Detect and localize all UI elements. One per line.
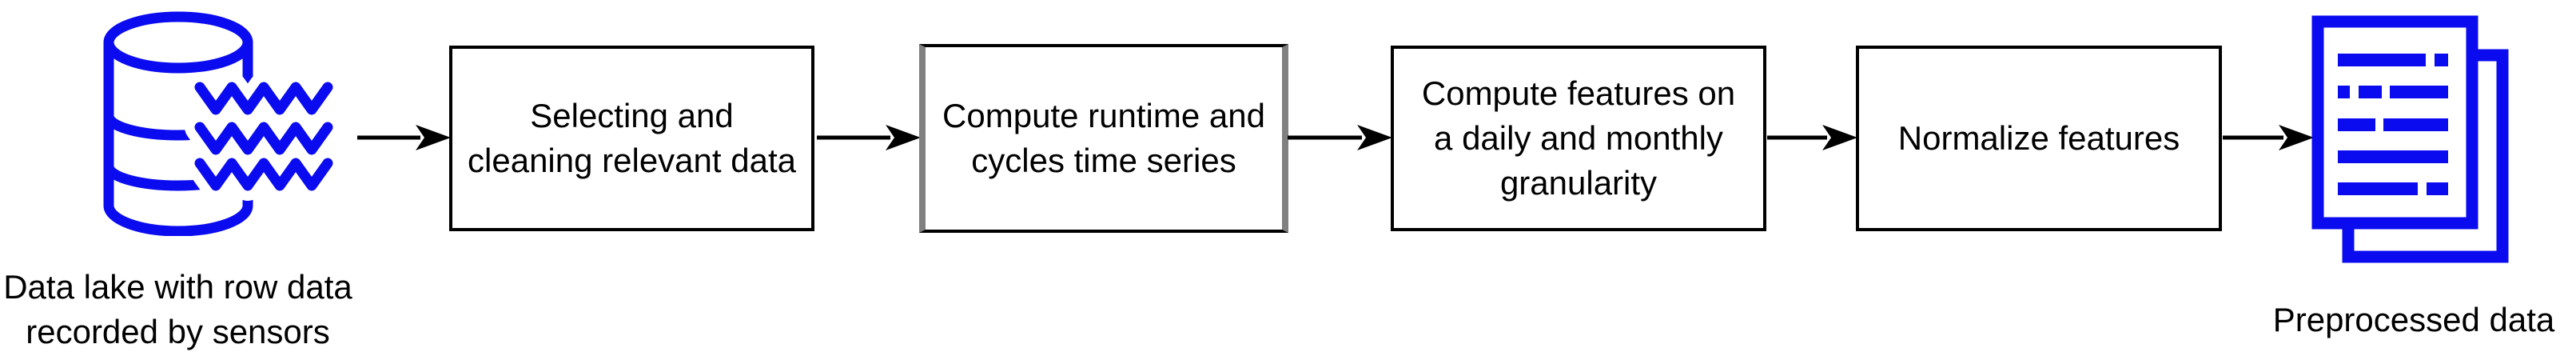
wave-line-2 — [194, 122, 333, 155]
step-box-label: Selecting and cleaning relevant data — [468, 97, 796, 179]
source-label-line-1: Data lake with row data — [3, 268, 352, 306]
step-box-compute-runtime: Compute runtime and cycles time series — [919, 44, 1288, 233]
sink-label: Preprocessed data — [2272, 301, 2555, 338]
flow-arrow-3 — [1288, 125, 1392, 150]
step-box-label: Normalize features — [1897, 119, 2180, 157]
step-box-selecting-cleaning: Selecting and cleaning relevant data — [449, 46, 814, 231]
step-box-label: Compute runtime and cycles time series — [942, 97, 1265, 179]
data-lake-database-icon — [103, 11, 336, 236]
step-box-compute-features: Compute features on a daily and monthly … — [1391, 46, 1766, 231]
documents-icon — [2311, 15, 2509, 263]
flow-arrow-2 — [817, 125, 921, 150]
flow-arrow-1 — [357, 125, 451, 150]
source-label-line-2: recorded by sensors — [26, 313, 330, 350]
flow-arrow-4 — [1767, 125, 1857, 150]
wave-line-3 — [194, 158, 333, 191]
document-text-lines — [2338, 54, 2448, 195]
step-box-label: Compute features on a daily and monthly … — [1421, 74, 1736, 202]
flow-arrow-5 — [2223, 125, 2314, 150]
step-box-normalize-features: Normalize features — [1856, 46, 2222, 231]
source-label: Data lake with row data recorded by sens… — [0, 265, 356, 354]
wave-line-1 — [194, 82, 333, 115]
